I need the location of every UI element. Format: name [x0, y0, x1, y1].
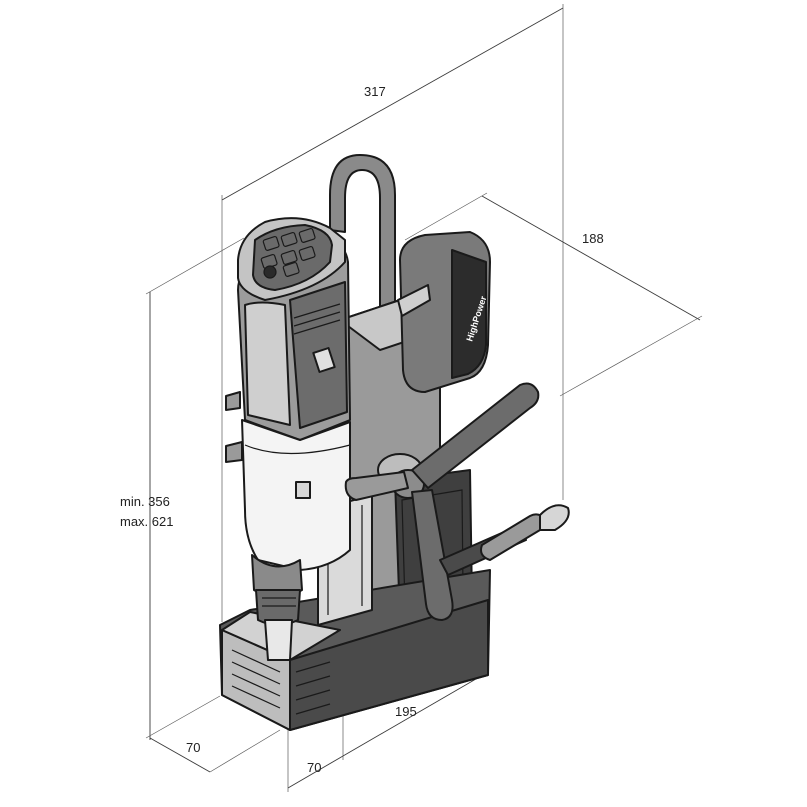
dim-label-188: 188 [582, 231, 604, 246]
dim-label-70-left: 70 [186, 740, 200, 755]
dim-label-317: 317 [364, 84, 386, 99]
dimension-lines [145, 4, 703, 792]
capstan-handles [344, 382, 540, 621]
dim-label-195: 195 [395, 704, 417, 719]
dim-line-317 [221, 7, 564, 201]
dim-line-70-front [287, 755, 344, 789]
spindle-chuck [251, 554, 303, 661]
dim-line-70-left [149, 737, 211, 773]
drill-body: HighPower [219, 154, 570, 731]
dim-label-height-max: max. 621 [120, 514, 173, 529]
battery-pack: HighPower [397, 231, 491, 393]
dim-line-195 [342, 671, 489, 757]
dim-line-188 [481, 195, 701, 321]
lever-handle [439, 504, 570, 576]
control-head [237, 217, 346, 301]
control-panel-buttons [260, 228, 316, 279]
dimension-labels: 317 188 min. 356 max. 621 70 70 195 [120, 84, 604, 775]
dim-label-height-min: min. 356 [120, 494, 170, 509]
dim-label-70-front: 70 [307, 760, 321, 775]
